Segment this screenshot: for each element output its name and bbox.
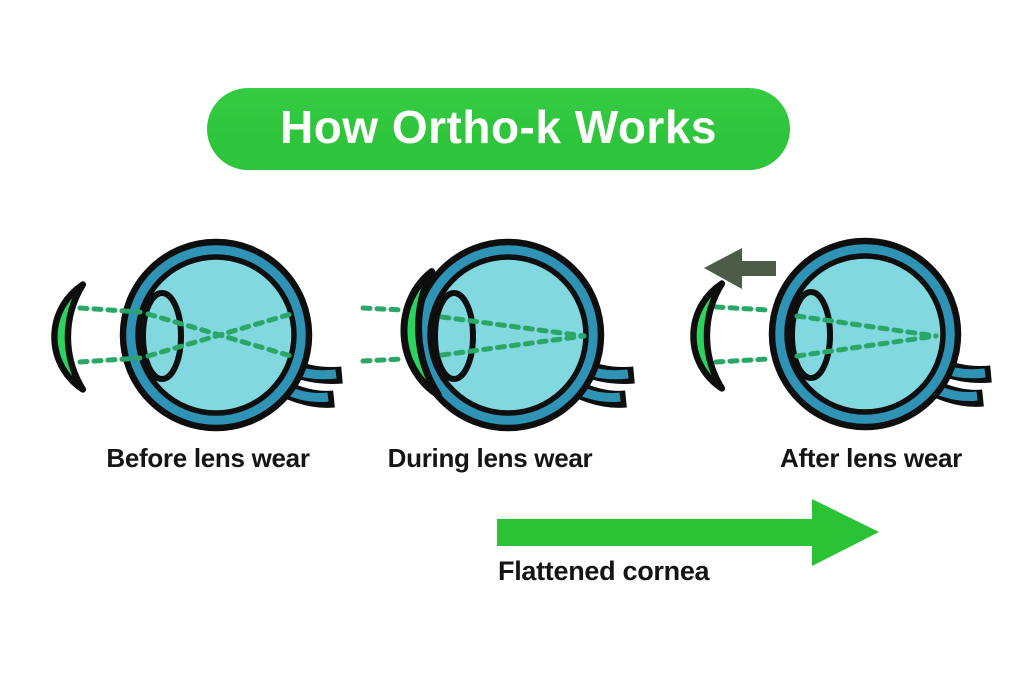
stage-during-graphic [360,242,634,428]
light-ray-bottom-in-during [360,356,405,364]
title-banner: How Ortho-k Works [207,88,790,170]
light-ray-top-in-after [713,304,771,313]
stage-after-graphic [693,241,991,427]
light-ray-bottom-focus-after [794,333,939,359]
stage-label-after: After lens wear [780,443,962,473]
light-ray-bottom-in-before [77,355,143,365]
light-ray-top-in-before [77,305,143,315]
eyeball-after [772,241,991,427]
orthok-lens-before [54,285,82,390]
light-ray-top-in-during [360,305,405,313]
light-ray-bottom-focus-during [439,333,587,358]
lens-removal-left-arrow-icon [704,248,776,289]
stage-label-during: During lens wear [387,443,593,473]
light-ray-top-focus-after [794,313,939,339]
eyeball-before [123,242,342,428]
light-ray-bottom-in-after [713,356,771,365]
flattened-cornea-right-arrow-icon [497,499,879,566]
page-title: How Ortho-k Works [279,101,717,153]
stage-label-before: Before lens wear [106,443,310,473]
flattened-cornea-label: Flattened cornea [498,556,710,586]
eyeball-during [415,242,634,428]
light-ray-top-focus-during [439,314,587,339]
orthok-lens-after [693,284,721,389]
stage-before-graphic [54,242,342,428]
light-ray-bottom-cross-before [145,311,294,359]
